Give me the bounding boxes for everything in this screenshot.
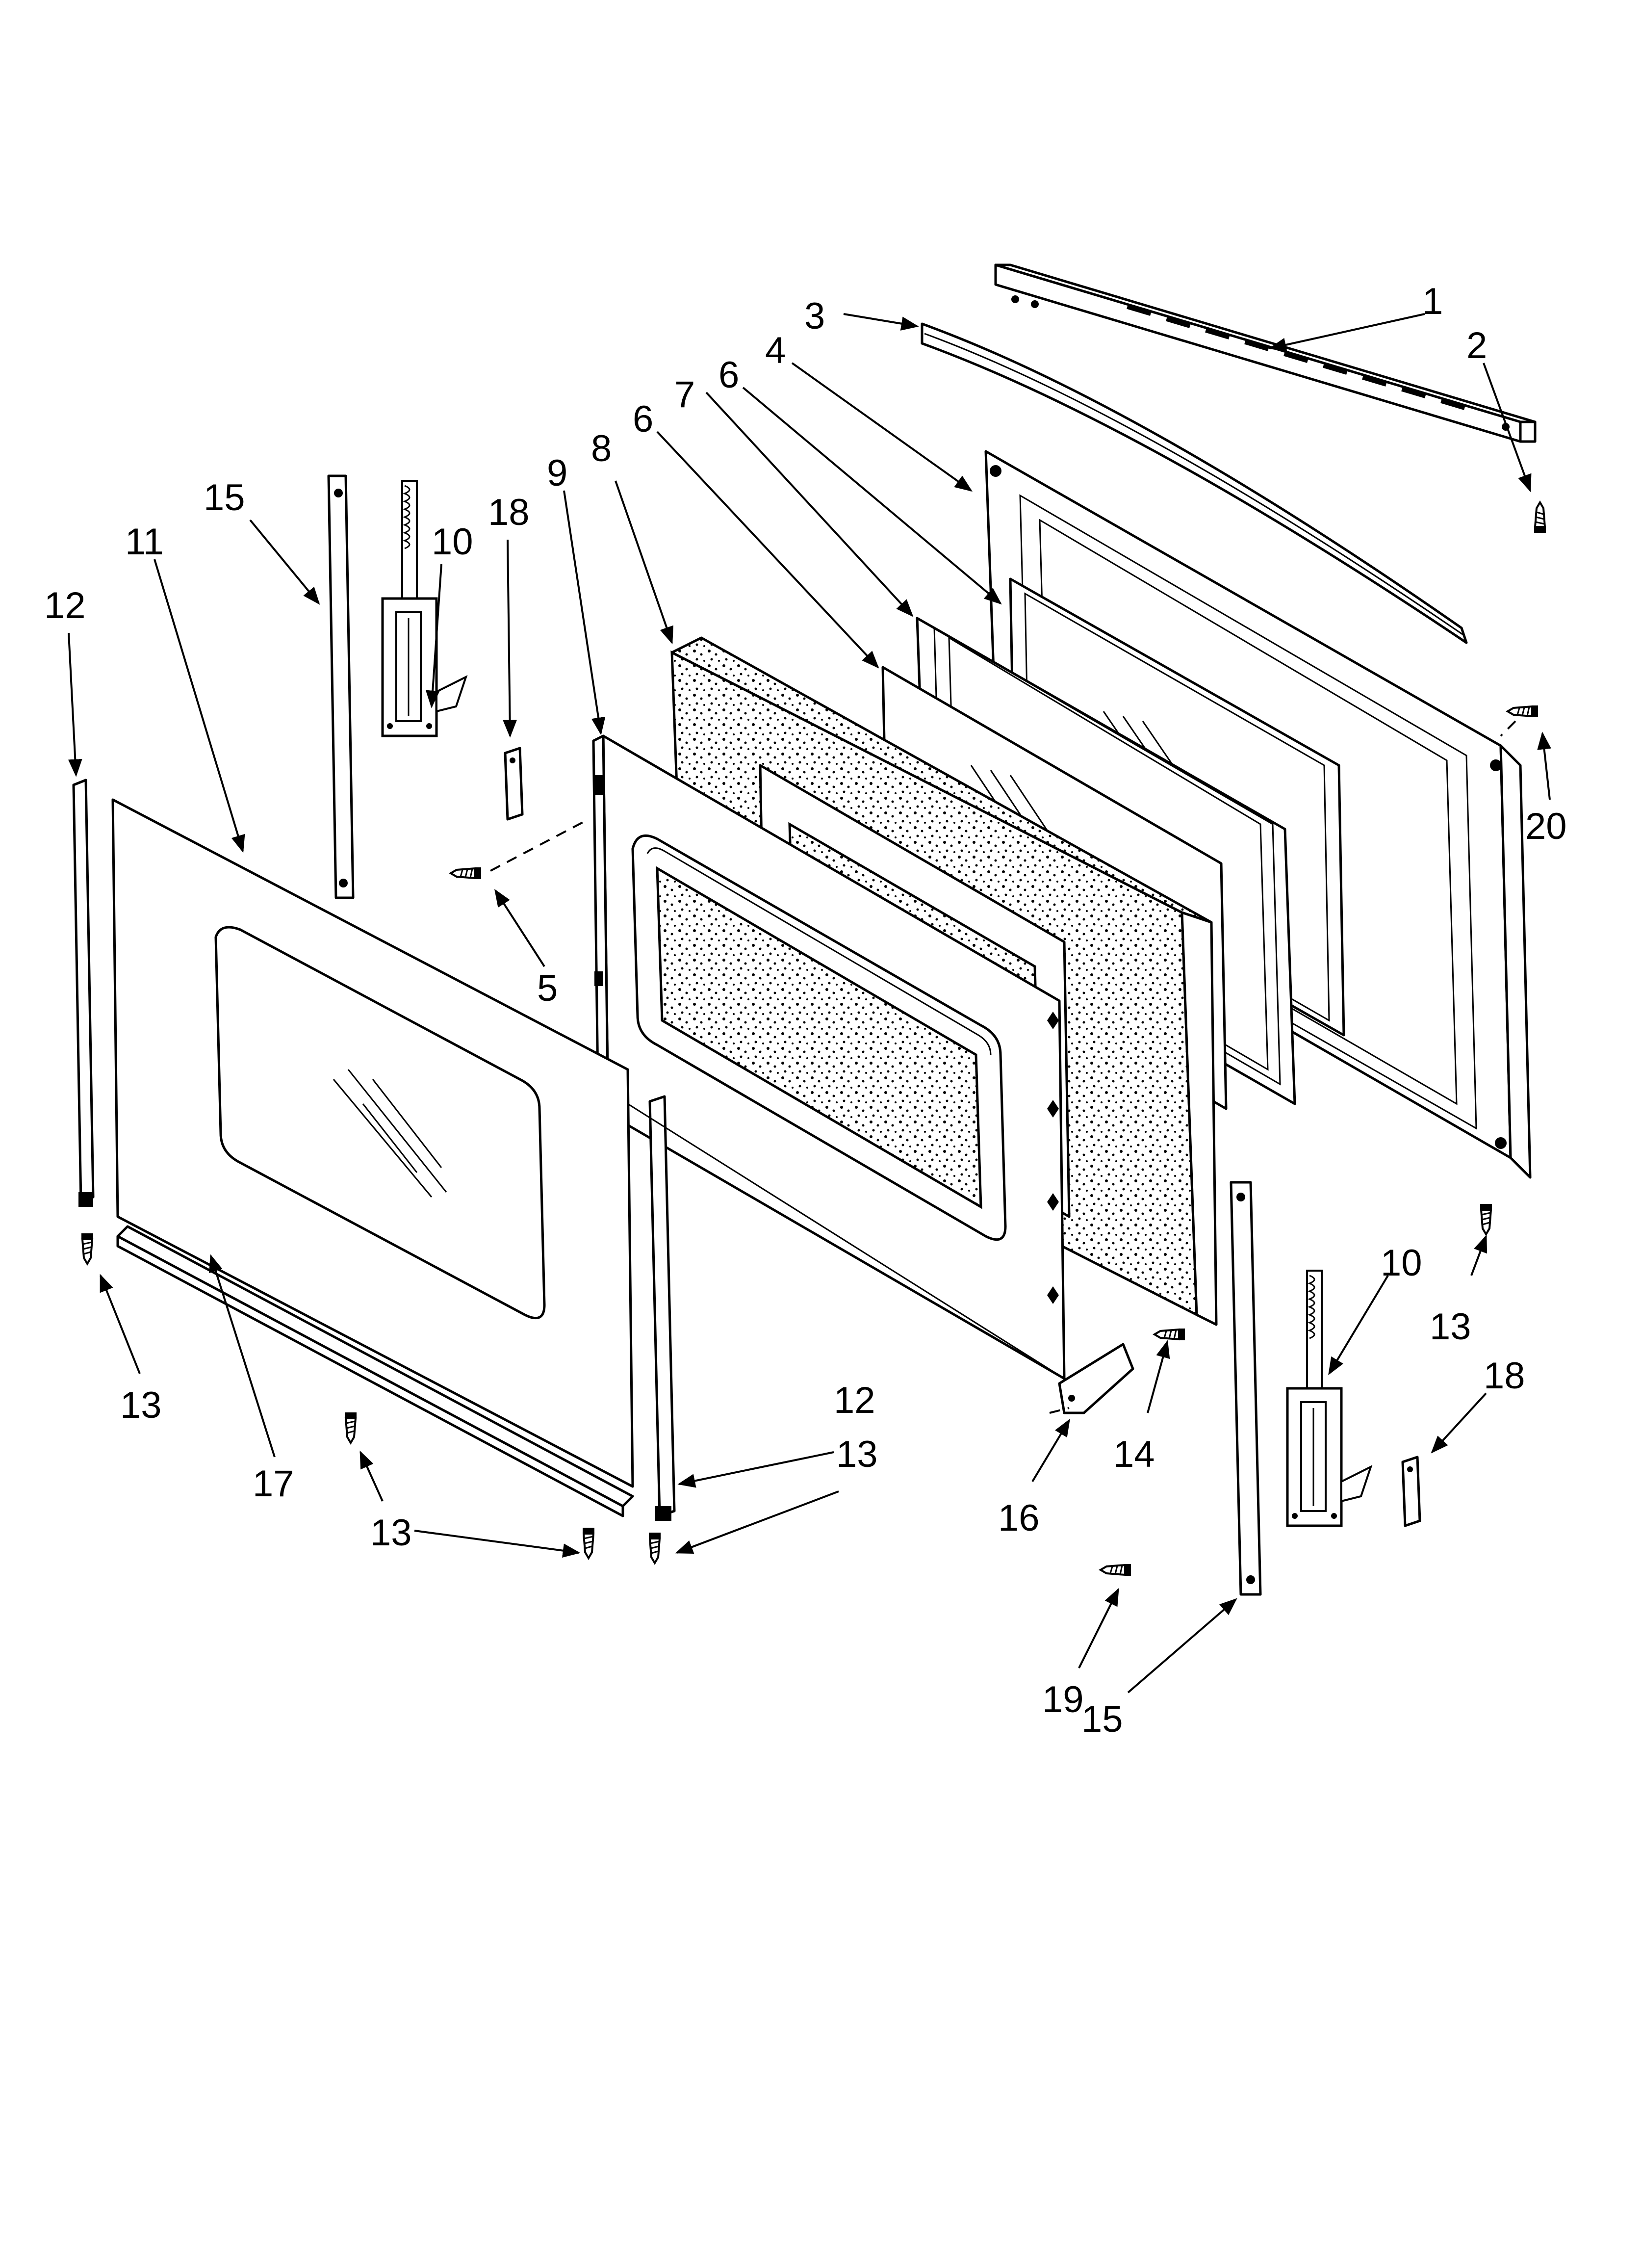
callout-6-rear: 6 — [718, 354, 739, 396]
callout-15-right: 15 — [1081, 1698, 1123, 1740]
bottom-trim — [116, 1225, 634, 1517]
callout-6-front: 6 — [633, 398, 653, 440]
callout-13-right-trim: 13 — [836, 1434, 878, 1475]
screw-14 — [1154, 1328, 1186, 1341]
screw-13-left — [80, 1232, 94, 1265]
callout-2: 2 — [1466, 325, 1487, 366]
callout-18-left: 18 — [488, 492, 530, 533]
outer-door-glass — [111, 798, 634, 1488]
callout-11: 11 — [125, 521, 164, 563]
callout-labels: 1 2 3 4 6 7 6 8 9 18 10 15 11 12 5 20 13… — [44, 281, 1567, 1740]
hinge-receiver-right — [1230, 1181, 1262, 1596]
hinge-right — [1287, 1271, 1371, 1526]
callout-18-right: 18 — [1484, 1355, 1525, 1397]
callout-19: 19 — [1042, 1679, 1084, 1721]
side-trim-right — [648, 1095, 676, 1521]
callout-13-right: 13 — [1430, 1306, 1471, 1348]
callout-3: 3 — [804, 295, 825, 337]
screw-20 — [1507, 704, 1539, 718]
leader-lines — [68, 313, 1551, 1694]
callout-7: 7 — [674, 374, 695, 416]
assembly-lines — [490, 720, 1516, 1414]
screw-19 — [1100, 1563, 1132, 1577]
screw-13-trim — [648, 1532, 662, 1564]
callout-8: 8 — [591, 428, 612, 469]
callout-13-mid: 13 — [370, 1512, 412, 1554]
callout-10-right: 10 — [1381, 1242, 1422, 1284]
screw-13-right — [1479, 1203, 1493, 1235]
hinge-clip-right — [1401, 1456, 1421, 1527]
door-handle — [921, 322, 1468, 644]
vent-trim-strip — [994, 263, 1537, 443]
hinge-receiver-left — [327, 474, 355, 899]
callout-20: 20 — [1525, 806, 1567, 847]
hinge-bracket — [1058, 1343, 1134, 1414]
hinge-clip-left — [504, 747, 524, 821]
screw-13-mid — [344, 1411, 358, 1444]
callout-1: 1 — [1422, 281, 1443, 322]
screw-5 — [450, 866, 482, 880]
hinge-left — [383, 481, 466, 736]
callout-14: 14 — [1113, 1434, 1155, 1475]
screw-2 — [1533, 501, 1547, 534]
callout-12-right: 12 — [834, 1380, 875, 1421]
callout-17: 17 — [253, 1463, 294, 1505]
callout-13-left: 13 — [120, 1384, 162, 1426]
inner-door-panel — [592, 734, 1066, 1380]
callout-16: 16 — [998, 1497, 1040, 1539]
callout-15-left: 15 — [204, 477, 245, 519]
callout-12-left: 12 — [44, 585, 86, 626]
callout-10-left: 10 — [432, 521, 473, 563]
callout-9: 9 — [547, 452, 567, 494]
callout-5: 5 — [537, 967, 558, 1009]
callout-4: 4 — [765, 330, 786, 371]
screw-13-bottom — [582, 1527, 595, 1559]
side-trim-left — [72, 779, 95, 1207]
